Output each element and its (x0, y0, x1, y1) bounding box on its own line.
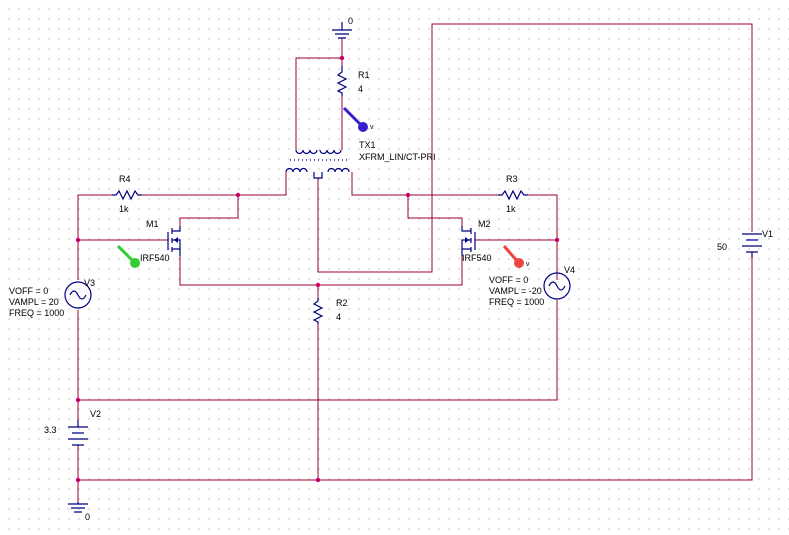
tx1-model: XFRM_LIN/CT-PRI (359, 152, 436, 162)
v4-freq: FREQ = 1000 (489, 297, 544, 307)
wires (77, 23, 753, 502)
resistor-r2[interactable]: R2 4 (312, 298, 348, 324)
wire-sources[interactable] (179, 256, 463, 286)
resistor-r3[interactable]: R3 1k (498, 174, 528, 214)
wire-tx1-secondary[interactable] (317, 23, 753, 273)
v2-ref: V2 (90, 409, 101, 419)
v3-voff: VOFF = 0 (9, 286, 48, 296)
v1-value: 50 (717, 242, 727, 252)
ground-symbol-top[interactable]: 0 (332, 16, 353, 39)
sine-source-v4[interactable]: V4 VOFF = 0 VAMPL = -20 FREQ = 1000 (489, 265, 575, 307)
resistor-r1[interactable]: R1 4 (336, 66, 370, 96)
wire-r4-left[interactable] (77, 194, 112, 280)
probe-r1-label: v (370, 124, 374, 131)
junctions (75, 55, 560, 483)
r2-value: 4 (336, 312, 341, 322)
r3-ref: R3 (506, 174, 518, 184)
probe-m2-label: v (526, 261, 530, 268)
mosfet-m2[interactable]: M2 IRF540 (461, 219, 492, 263)
wire-v4-return[interactable] (78, 300, 558, 401)
junction (75, 237, 81, 243)
tx1-ref: TX1 (359, 140, 376, 150)
v1-ref: V1 (762, 229, 773, 239)
v4-vampl: VAMPL = -20 (489, 286, 542, 296)
m1-ref: M1 (146, 219, 159, 229)
r1-value: 4 (358, 84, 363, 94)
v4-voff: VOFF = 0 (489, 275, 528, 285)
v3-freq: FREQ = 1000 (9, 308, 64, 318)
voltage-probe-m2[interactable]: v (502, 245, 530, 268)
dc-source-v2[interactable]: V2 3.3 (44, 409, 101, 446)
v4-ref: V4 (564, 265, 575, 275)
r2-ref: R2 (336, 298, 348, 308)
wire-r1-loop[interactable] (295, 57, 342, 150)
r4-value: 1k (119, 204, 129, 214)
m2-model: IRF540 (462, 253, 492, 263)
resistor-r4[interactable]: R4 1k (112, 174, 142, 214)
r1-ref: R1 (358, 70, 370, 80)
junction (315, 477, 321, 483)
m2-ref: M2 (478, 219, 491, 229)
ground-symbol-bottom[interactable]: 0 (68, 502, 90, 522)
voltage-probe-m1[interactable] (116, 244, 140, 268)
junction (554, 237, 560, 243)
junction (315, 282, 321, 288)
junction (339, 55, 345, 61)
ground-bottom-label: 0 (85, 512, 90, 522)
m1-model: IRF540 (140, 253, 170, 263)
wire-r3-right[interactable] (528, 194, 558, 280)
v3-vampl: VAMPL = 20 (9, 297, 59, 307)
v3-ref: V3 (84, 278, 95, 288)
wire-ground-bus[interactable] (78, 258, 753, 481)
voltage-probe-r1[interactable]: v (342, 106, 374, 132)
ground-top-label: 0 (348, 16, 353, 26)
junction (405, 192, 411, 198)
sine-source-v3[interactable]: V3 VOFF = 0 VAMPL = 20 FREQ = 1000 (9, 278, 95, 318)
wire-tx1-m2-drain[interactable] (351, 172, 463, 226)
r4-ref: R4 (119, 174, 131, 184)
junction (75, 477, 81, 483)
v2-value: 3.3 (44, 425, 57, 435)
junction (75, 397, 81, 403)
dc-source-v1[interactable]: V1 50 (717, 229, 773, 258)
r3-value: 1k (506, 204, 516, 214)
transformer-tx1[interactable]: TX1 XFRM_LIN/CT-PRI (285, 140, 436, 179)
junction (235, 192, 241, 198)
wire-tx1-m1-drain[interactable] (179, 172, 287, 226)
mosfet-m1[interactable]: M1 IRF540 (140, 219, 181, 263)
